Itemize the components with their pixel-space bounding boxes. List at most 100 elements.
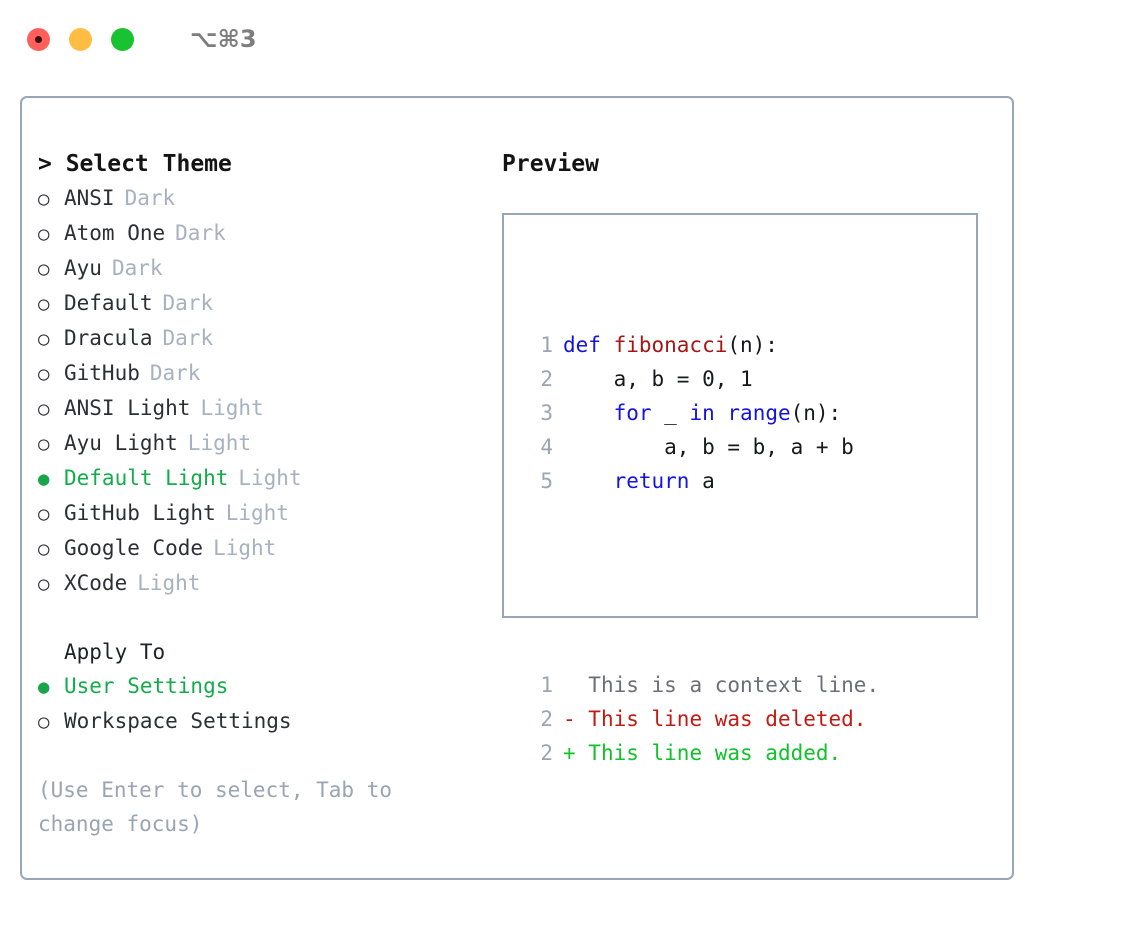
diff-line: 2+ This line was added.: [517, 736, 879, 770]
code-token: [563, 401, 614, 425]
theme-list-item[interactable]: ○ Google Code Light: [38, 531, 488, 566]
theme-list-item[interactable]: ○ GitHub Dark: [38, 356, 488, 391]
code-token: [563, 469, 614, 493]
theme-list-item[interactable]: ○ Atom One Dark: [38, 216, 488, 251]
diff-lines: 1 This is a context line.2- This line wa…: [517, 668, 879, 770]
theme-category-tag: Light: [200, 396, 264, 420]
close-button[interactable]: [27, 27, 50, 51]
diff-line-text: This line was added.: [588, 741, 842, 765]
diff-line: 2- This line was deleted.: [517, 702, 879, 736]
radio-unselected-icon[interactable]: ○: [38, 188, 50, 210]
code-line: 3 for _ in range(n):: [517, 396, 879, 430]
theme-name: GitHub Light: [64, 501, 216, 525]
section-spacer: [38, 601, 488, 635]
title-bar: ⌥⌘3: [0, 0, 1140, 78]
line-number: 5: [540, 469, 553, 493]
diff-marker: -: [563, 707, 589, 731]
code-line: 2 a, b = 0, 1: [517, 362, 879, 396]
radio-unselected-icon[interactable]: ○: [38, 223, 50, 245]
line-number: 2: [540, 367, 553, 391]
diff-line: 1 This is a context line.: [517, 668, 879, 702]
theme-name: GitHub: [64, 361, 140, 385]
theme-name: XCode: [64, 571, 128, 595]
code-token: def: [563, 333, 614, 357]
line-number: 1: [540, 333, 553, 357]
theme-name: ANSI: [64, 186, 115, 210]
code-line: 5 return a: [517, 464, 879, 498]
radio-selected-icon[interactable]: ●: [38, 468, 50, 490]
code-line: 1 def fibonacci(n):: [517, 328, 879, 362]
apply-to-option-label: User Settings: [64, 674, 229, 698]
theme-category-tag: Light: [187, 431, 252, 455]
apply-to-option-label: Workspace Settings: [64, 709, 292, 733]
line-number: 2: [540, 741, 553, 765]
code-token: return: [613, 469, 690, 493]
theme-name: Ayu Light: [64, 431, 178, 455]
radio-unselected-icon[interactable]: ○: [38, 433, 50, 455]
theme-list-item[interactable]: ○ GitHub Light Light: [38, 496, 488, 531]
diff-line-text: This is a context line.: [588, 673, 880, 697]
radio-unselected-icon[interactable]: ○: [38, 503, 50, 525]
theme-category-tag: Dark: [124, 186, 176, 210]
code-token: (n):: [790, 401, 842, 425]
line-number: 1: [540, 673, 553, 697]
theme-category-tag: Dark: [149, 361, 201, 385]
code-token: a, b = 0, 1: [563, 367, 753, 391]
code-token: for: [613, 401, 652, 425]
code-token: in: [689, 401, 715, 425]
code-blank-line: [517, 566, 879, 600]
radio-unselected-icon[interactable]: ○: [38, 573, 50, 595]
radio-unselected-icon[interactable]: ○: [38, 258, 50, 280]
radio-unselected-icon[interactable]: ○: [38, 293, 50, 315]
line-number: 3: [540, 401, 553, 425]
radio-unselected-icon[interactable]: ○: [38, 363, 50, 385]
theme-name: Default Light: [64, 466, 229, 490]
code-token: (n):: [727, 333, 778, 357]
theme-list-item[interactable]: ○ Ayu Light Light: [38, 426, 488, 461]
radio-unselected-icon[interactable]: ○: [38, 328, 50, 350]
code-line-text: def fibonacci(n):: [563, 328, 778, 362]
minimize-button[interactable]: [69, 27, 92, 51]
apply-to-list: ● User Settings ○ Workspace Settings: [38, 669, 488, 739]
apply-to-option[interactable]: ● User Settings: [38, 669, 488, 704]
theme-name: Atom One: [64, 221, 166, 245]
diff-marker: [563, 668, 588, 702]
radio-unselected-icon[interactable]: ○: [38, 538, 50, 560]
code-token: a, b = b, a + b: [563, 435, 854, 459]
theme-category-tag: Dark: [162, 326, 214, 350]
code-line-text: return a: [563, 464, 715, 498]
code-line-text: a, b = b, a + b: [563, 430, 854, 464]
apply-to-title: Apply To: [64, 640, 166, 664]
theme-category-tag: Light: [137, 571, 201, 595]
theme-category-tag: Dark: [175, 221, 226, 245]
radio-unselected-icon[interactable]: ○: [38, 711, 50, 733]
theme-category-tag: Light: [225, 501, 289, 525]
preview-title: Preview: [502, 151, 599, 177]
theme-category-tag: Dark: [111, 256, 163, 280]
theme-list-header: > Select Theme: [38, 151, 232, 177]
keyboard-shortcut-label: ⌥⌘3: [190, 25, 257, 53]
code-line-text: for _ in range(n):: [563, 396, 842, 430]
line-number: 2: [540, 707, 553, 731]
theme-category-tag: Dark: [162, 291, 214, 315]
line-number: 4: [540, 435, 553, 459]
zoom-button[interactable]: [111, 27, 134, 51]
theme-category-tag: Light: [213, 536, 277, 560]
theme-name: Google Code: [64, 536, 204, 560]
theme-list-item[interactable]: ○ ANSI Dark: [38, 181, 488, 216]
theme-list-item[interactable]: ○ XCode Light: [38, 566, 488, 601]
radio-unselected-icon[interactable]: ○: [38, 398, 50, 420]
apply-to-option[interactable]: ○ Workspace Settings: [38, 704, 488, 739]
radio-selected-icon[interactable]: ●: [38, 676, 50, 698]
